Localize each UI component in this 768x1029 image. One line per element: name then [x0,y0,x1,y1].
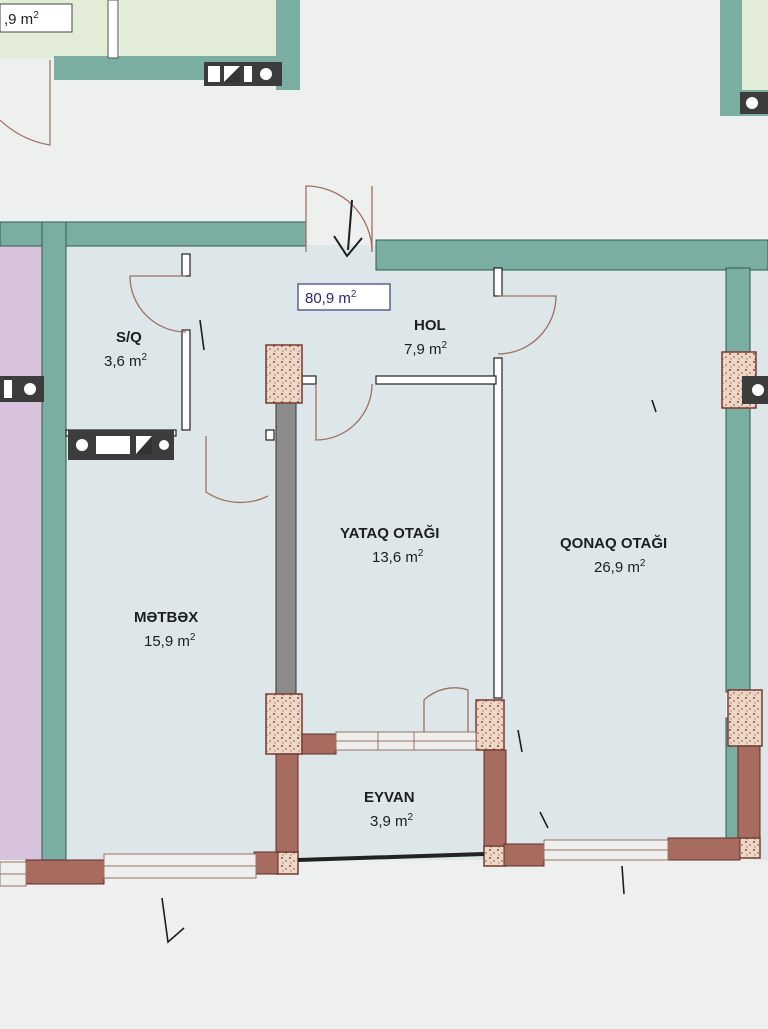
upper-unit-left: ,9 m2 [0,0,300,146]
room-name: HOL [414,317,446,334]
brick-walls [25,733,761,885]
room-area: 3,9 m2 [370,812,414,830]
room-area: 15,9 m2 [144,632,196,650]
switch-panel-icon [68,430,174,460]
entrance-arrow-icon [333,199,363,258]
switch-panel-icon [204,62,282,86]
room-metbex: MƏTBƏX 15,9 m2 [134,609,198,650]
switch-panel-icon [742,376,768,404]
room-name: S/Q [116,329,142,346]
neighbour-room-left [0,246,44,860]
balcony-rail [297,852,485,862]
room-area: 26,9 m2 [594,558,646,576]
pen-marks [161,319,657,944]
room-name: QONAQ OTAĞI [560,534,667,552]
room-qonaq: QONAQ OTAĞI 26,9 m2 [560,534,667,576]
room-name: MƏTBƏX [134,609,198,626]
room-area: 3,6 m2 [104,352,148,370]
room-area: 13,6 m2 [372,548,424,566]
upper-unit-right [720,0,768,116]
switch-panel-icon [0,376,44,402]
outer-walls [0,221,768,863]
window-strips [0,731,669,887]
door-swings [129,185,557,732]
room-hol: HOL 7,9 m2 [404,317,448,358]
kitchen-bedroom-wall [275,401,297,695]
room-sq: S/Q 3,6 m2 [104,329,148,370]
total-area-box [297,283,391,311]
room-area: 7,9 m2 [404,340,448,358]
total-area-label: 80,9 m2 [305,289,357,307]
room-name: EYVAN [364,789,415,806]
room-name: YATAQ OTAĞI [340,524,439,542]
room-eyvan: EYVAN 3,9 m2 [364,789,415,830]
room-yataq: YATAQ OTAĞI 13,6 m2 [340,524,439,566]
corner-area-label: ,9 m2 [4,10,39,28]
room-fills [66,245,768,860]
